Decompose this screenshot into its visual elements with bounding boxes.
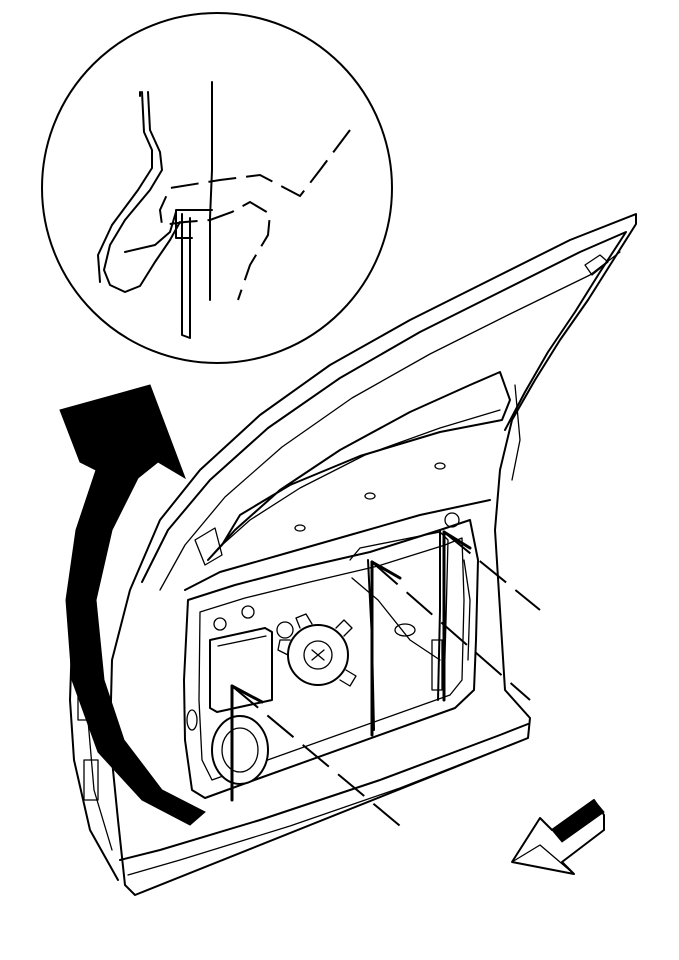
belt-hole-2 <box>364 492 376 500</box>
detail-trim-profile <box>103 91 181 293</box>
speaker <box>211 715 269 785</box>
access-hole-3 <box>213 617 227 631</box>
latch-rod <box>431 639 443 691</box>
access-hole-4 <box>444 512 460 528</box>
front-direction-arrow-icon <box>511 799 605 875</box>
door-outer-frame <box>109 213 637 896</box>
regulator-rail-right <box>437 529 441 701</box>
window-frame-inner <box>141 231 627 583</box>
access-hole-1 <box>276 621 294 639</box>
clip-tab-2 <box>370 560 402 580</box>
window-opening-inner <box>221 409 501 546</box>
regulator-hub-cross <box>311 649 325 661</box>
window-opening <box>207 371 511 561</box>
direction-arrow-edge <box>511 844 575 875</box>
leader-line-2 <box>371 561 531 701</box>
door-module-box <box>209 627 273 713</box>
belt-hole-3 <box>434 462 446 470</box>
speaker-cone <box>221 727 259 773</box>
detail-panel-vertical <box>209 81 213 301</box>
direction-arrow-shade <box>551 799 605 843</box>
clip-tab-1 <box>230 684 264 704</box>
door-lower-edge <box>119 723 529 861</box>
detail-trim-profile-inner <box>97 91 153 283</box>
inner-panel-rim <box>198 537 465 781</box>
leader-line-1 <box>231 685 406 831</box>
latch-slot <box>463 559 471 661</box>
window-frame-line-2 <box>159 251 621 591</box>
detail-retainer <box>175 209 213 339</box>
access-hole-6 <box>186 709 198 731</box>
magnified-detail-circle <box>41 12 393 364</box>
leader-line-3 <box>443 531 541 611</box>
regulator-cable-2 <box>351 577 441 661</box>
door-lower-edge-2 <box>127 744 511 876</box>
regulator-gear <box>277 613 357 687</box>
mirror-mount <box>194 527 223 566</box>
regulator-cable <box>349 531 449 691</box>
hinge-pillar <box>69 639 119 881</box>
regulator-motor-hub <box>303 640 333 670</box>
detail-retainer-cap <box>124 211 177 253</box>
clip-tab-3 <box>442 530 472 550</box>
detail-circle-outline <box>41 12 393 364</box>
belt-hole-1 <box>294 524 306 532</box>
detail-phantom-outline <box>158 129 351 301</box>
door-module-box-edge <box>217 635 267 647</box>
inner-panel <box>183 519 479 799</box>
access-hole-2 <box>241 605 255 619</box>
rear-channel <box>511 384 521 481</box>
hinge-lower <box>83 759 99 801</box>
clip-leader-lines <box>230 530 541 831</box>
belt-line <box>184 499 491 591</box>
access-hole-5 <box>394 623 416 637</box>
upper-rear-corner <box>584 254 609 276</box>
curved-arrow-icon <box>59 384 206 826</box>
